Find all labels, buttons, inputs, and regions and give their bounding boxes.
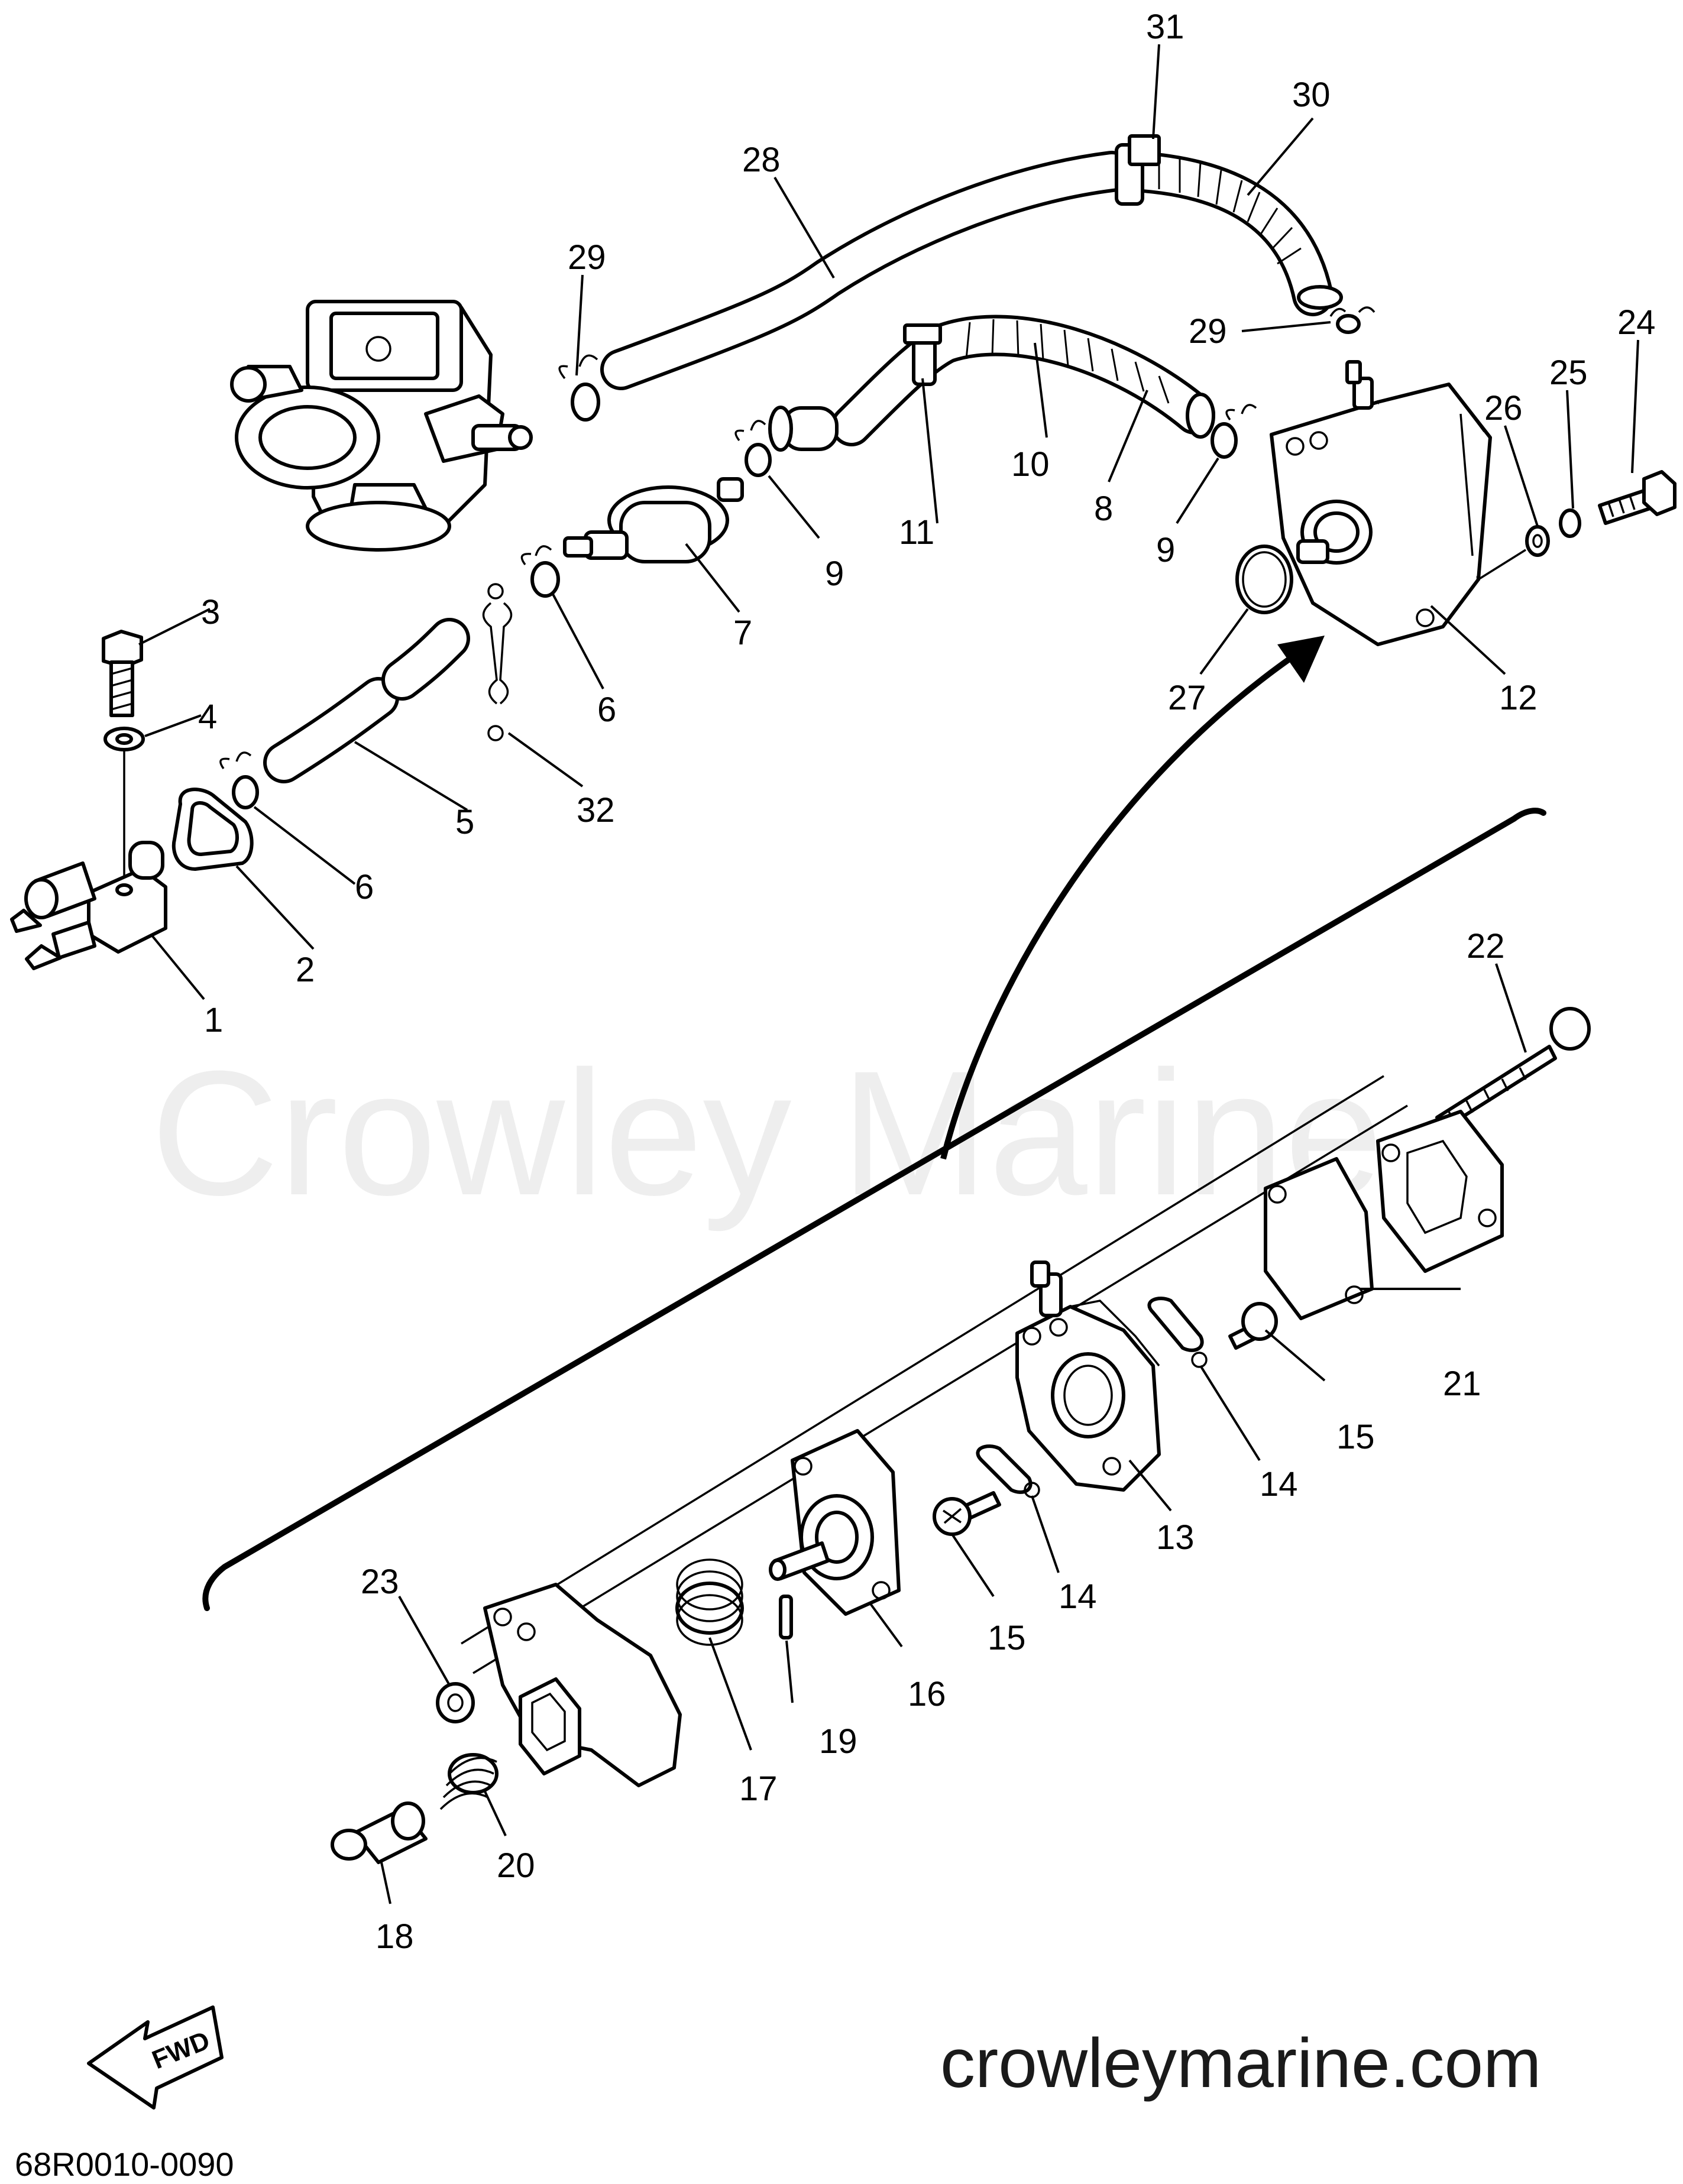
label-13: 13 — [1156, 1518, 1195, 1557]
bolt-24 — [1598, 470, 1676, 525]
label-11: 11 — [899, 513, 934, 552]
label-2: 2 — [296, 951, 315, 989]
valve-14-right — [1147, 1297, 1208, 1368]
label-19: 19 — [819, 1722, 857, 1761]
washer-26 — [1478, 525, 1550, 581]
leader-lines — [138, 44, 1639, 1904]
label-15-right: 15 — [1336, 1418, 1375, 1456]
clamp-9-left — [734, 420, 772, 477]
diagram-code: 68R0010-0090 — [15, 2146, 234, 2183]
label-29-right: 29 — [1189, 312, 1227, 351]
assembly-arrow — [940, 636, 1325, 1160]
fuel-hose-5 — [263, 618, 470, 783]
label-14-left: 14 — [1059, 1577, 1097, 1616]
label-30: 30 — [1292, 76, 1331, 114]
watermark-text: Crowley Marine — [151, 1033, 1383, 1233]
label-3: 3 — [201, 593, 220, 631]
part-labels: 31 30 28 29 29 24 25 26 10 8 11 9 9 7 6 … — [198, 8, 1656, 1956]
protector-hose-10 — [965, 319, 1215, 439]
o-ring-27 — [1235, 545, 1293, 614]
bolt-3 — [102, 630, 143, 717]
diaphragm-16 — [769, 1429, 901, 1616]
hose-clip-31 — [1115, 134, 1161, 206]
divider-line — [202, 808, 1546, 1611]
label-29-left: 29 — [568, 238, 606, 277]
fwd-arrow-icon: FWD — [87, 2005, 224, 2110]
fuel-hose-28 — [600, 151, 1132, 390]
clamp-29-left — [558, 354, 600, 422]
label-12: 12 — [1499, 679, 1538, 717]
screw-15-left — [933, 1491, 1001, 1536]
fuel-connector-1 — [10, 841, 167, 970]
valve-14-left — [976, 1444, 1040, 1498]
website-text: crowleymarine.com — [940, 2024, 1541, 2102]
clamp-6-lower — [219, 751, 259, 809]
pump-base — [483, 1583, 682, 1787]
label-9-right: 9 — [1156, 531, 1175, 569]
spring-17 — [675, 1558, 744, 1646]
label-15-left: 15 — [988, 1619, 1026, 1657]
pump-body-13 — [1015, 1261, 1161, 1492]
hose-clip-11 — [903, 323, 942, 386]
pin-19 — [779, 1595, 793, 1639]
cover-plate — [1376, 1110, 1504, 1273]
clip-32 — [482, 583, 513, 741]
label-27: 27 — [1168, 679, 1206, 717]
nut-23 — [436, 1682, 475, 1723]
label-8: 8 — [1094, 490, 1113, 528]
label-10: 10 — [1011, 445, 1050, 484]
label-18: 18 — [376, 1917, 414, 1956]
label-24: 24 — [1617, 303, 1656, 342]
label-5: 5 — [455, 803, 474, 841]
fuel-pump-12 — [1270, 360, 1492, 646]
label-31: 31 — [1146, 8, 1184, 46]
washer-4 — [103, 727, 145, 881]
label-17: 17 — [739, 1770, 778, 1808]
center-line — [472, 1104, 1408, 1674]
label-6-lower: 6 — [355, 868, 374, 906]
label-23: 23 — [361, 1563, 399, 1601]
clamp-9-right — [1211, 404, 1257, 459]
fuel-filter-7 — [563, 477, 744, 563]
screw-15-right — [1228, 1302, 1278, 1350]
label-22: 22 — [1467, 927, 1505, 965]
label-7: 7 — [733, 614, 752, 652]
plunger-18 — [331, 1801, 428, 1864]
spring-20 — [439, 1753, 499, 1810]
label-26: 26 — [1484, 389, 1523, 427]
clamp-29-right — [1329, 306, 1375, 334]
label-21: 21 — [1443, 1365, 1481, 1403]
gasket-2 — [171, 788, 254, 871]
carburetor — [230, 300, 533, 552]
label-16: 16 — [908, 1675, 946, 1713]
label-20: 20 — [497, 1846, 535, 1885]
clamp-6-upper — [520, 545, 560, 598]
label-28: 28 — [742, 141, 781, 179]
protector-hose-30 — [1115, 151, 1343, 316]
label-25: 25 — [1549, 354, 1588, 392]
label-9-left: 9 — [825, 555, 844, 593]
fuel-hose-8 — [831, 315, 1215, 446]
label-14-right: 14 — [1260, 1465, 1298, 1503]
joint-9-left — [768, 406, 839, 452]
washer-25 — [1559, 508, 1581, 538]
label-1: 1 — [204, 1001, 223, 1039]
label-6-upper: 6 — [597, 691, 616, 729]
label-32: 32 — [577, 791, 615, 829]
label-4: 4 — [198, 698, 217, 736]
